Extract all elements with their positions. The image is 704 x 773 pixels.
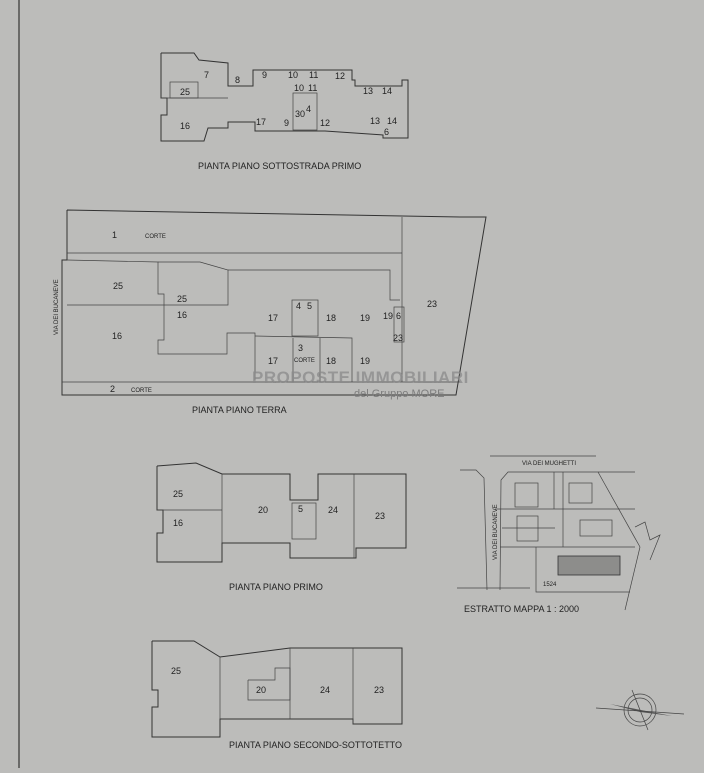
watermark: PROPOSTE IMMOBILIARI xyxy=(252,368,469,387)
room-label: 17 xyxy=(268,356,278,366)
plan-second: 25 20 24 23 PIANTA PIANO SECONDO-SOTTOTE… xyxy=(151,640,403,750)
map-title: ESTRATTO MAPPA 1 : 2000 xyxy=(464,604,579,614)
room-label: 8 xyxy=(235,75,240,85)
street-label: VIA DEI BUCANEVE xyxy=(493,504,499,560)
plan-title: PIANTA PIANO TERRA xyxy=(192,405,287,415)
room-label: CORTE xyxy=(131,388,152,394)
map-extract: VIA DEI MUGHETTI VIA DEI BUCANEVE 1524 E… xyxy=(457,455,661,614)
room-label: 20 xyxy=(258,505,268,515)
room-label: 19 xyxy=(360,313,370,323)
room-label: 9 xyxy=(262,70,267,80)
room-label: 5 xyxy=(307,301,312,311)
room-label: 10 xyxy=(294,83,304,93)
room-label: 12 xyxy=(320,118,330,128)
room-label: 25 xyxy=(173,489,183,499)
room-label: 7 xyxy=(204,70,209,80)
room-label: 4 xyxy=(296,301,301,311)
room-label: 14 xyxy=(387,116,397,126)
room-label: 13 xyxy=(363,86,373,96)
room-label: 16 xyxy=(177,310,187,320)
plan-title: PIANTA PIANO SOTTOSTRADA PRIMO xyxy=(198,161,361,171)
room-label: 16 xyxy=(173,518,183,528)
room-label: 23 xyxy=(374,685,384,695)
room-label: 12 xyxy=(335,71,345,81)
room-label: 19 xyxy=(383,311,393,321)
watermark: del Gruppo MORE xyxy=(354,388,444,400)
room-label: 25 xyxy=(171,666,181,676)
room-label: 16 xyxy=(180,121,190,131)
room-label: 5 xyxy=(298,504,303,514)
street-label: VIA DEI MUGHETTI xyxy=(522,461,576,467)
room-label: 9 xyxy=(284,118,289,128)
room-label: 6 xyxy=(396,311,401,321)
room-label: 18 xyxy=(326,356,336,366)
room-label: 6 xyxy=(384,127,389,137)
room-label: 23 xyxy=(393,333,403,343)
room-label: 13 xyxy=(370,116,380,126)
plan-title: PIANTA PIANO PRIMO xyxy=(229,582,323,592)
room-label: 25 xyxy=(180,87,190,97)
second-outline xyxy=(151,640,403,738)
stair-icon xyxy=(393,306,405,343)
basement-outline xyxy=(160,52,409,142)
room-label: 3 xyxy=(298,343,303,353)
room-label: 25 xyxy=(177,294,187,304)
street-label: VIA DEI BUCANEVE xyxy=(54,279,60,335)
room-label: 17 xyxy=(256,117,266,127)
room-label: 20 xyxy=(256,685,266,695)
room-label: 11 xyxy=(309,70,318,80)
plan-first: 25 16 20 5 24 23 PIANTA PIANO PRIMO xyxy=(156,462,407,592)
plan-title: PIANTA PIANO SECONDO-SOTTOTETTO xyxy=(229,740,402,750)
room-label: 19 xyxy=(360,356,370,366)
parcel-building xyxy=(557,555,621,576)
room-label: CORTE xyxy=(294,358,315,364)
room-label: 4 xyxy=(306,104,311,114)
stair-icon xyxy=(291,299,319,337)
stair-icon xyxy=(292,92,318,131)
first-outline xyxy=(156,462,407,563)
room-label: 14 xyxy=(382,86,392,96)
room-label: 18 xyxy=(326,313,336,323)
room-label: 23 xyxy=(427,299,437,309)
room-label: 11 xyxy=(308,83,317,93)
room-label: 30 xyxy=(295,109,305,119)
room-label: 10 xyxy=(288,70,298,80)
plan-ground: VIA DEI BUCANEVE 1 CORTE 25 25 16 16 17 … xyxy=(54,209,487,415)
room-label: 24 xyxy=(328,505,338,515)
room-label: CORTE xyxy=(145,234,166,240)
ground-outline xyxy=(61,209,487,396)
stair-icon xyxy=(291,502,317,540)
room-label: 24 xyxy=(320,685,330,695)
room-label: 25 xyxy=(113,281,123,291)
room-label: 16 xyxy=(112,331,122,341)
room-label: 2 xyxy=(110,384,115,394)
room-label: 1 xyxy=(112,230,117,240)
compass-rose-icon xyxy=(595,689,685,731)
parcel-number: 1524 xyxy=(543,582,557,588)
room-label: 17 xyxy=(268,313,278,323)
plan-basement: 7 8 9 10 11 12 13 14 25 16 10 11 30 4 9 … xyxy=(160,52,409,171)
room-label: 23 xyxy=(375,511,385,521)
